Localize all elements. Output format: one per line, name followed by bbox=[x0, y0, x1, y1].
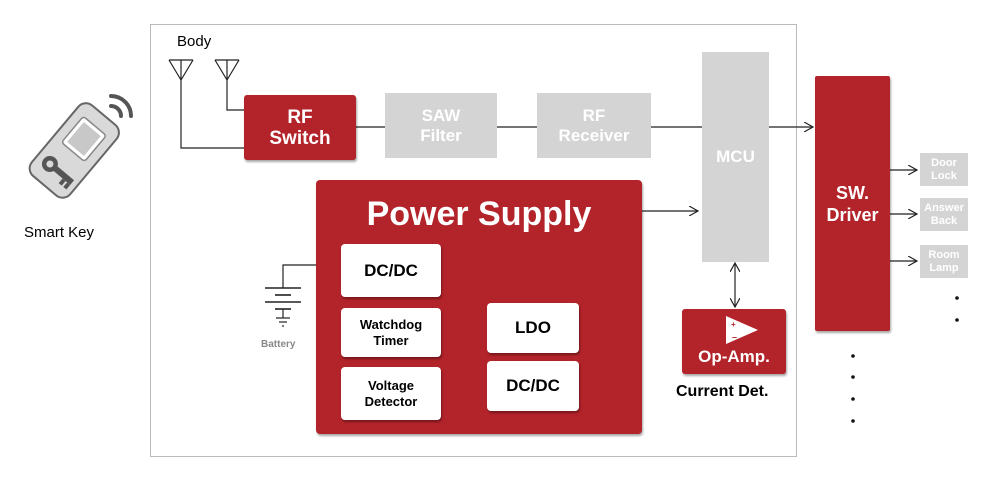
current-det-label: Current Det. bbox=[676, 383, 769, 400]
ldo-block: LDO bbox=[487, 303, 579, 353]
antenna-icon bbox=[168, 59, 244, 149]
smart-key-label: Smart Key bbox=[24, 224, 95, 241]
voltage-detector-block: Voltage Detector bbox=[341, 367, 441, 420]
door-lock-output: Door Lock bbox=[920, 153, 968, 186]
op-amp-block: + – Op-Amp. bbox=[682, 309, 786, 374]
rf-switch-block: RF Switch bbox=[244, 95, 356, 160]
dcdc-main-block: DC/DC bbox=[341, 244, 441, 297]
op-amp-label: Op-Amp. bbox=[698, 347, 770, 366]
power-supply-title: Power Supply bbox=[366, 195, 592, 233]
room-lamp-output: Room Lamp bbox=[920, 245, 968, 278]
continuation-dots bbox=[851, 296, 959, 423]
watchdog-timer-block: Watchdog Timer bbox=[341, 308, 441, 357]
svg-text:–: – bbox=[732, 332, 737, 342]
smart-key-icon bbox=[28, 94, 133, 199]
rf-receiver-block: RF Receiver bbox=[537, 93, 651, 158]
svg-text:+: + bbox=[731, 320, 736, 329]
dcdc-secondary-block: DC/DC bbox=[487, 361, 579, 411]
answer-back-output: Answer Back bbox=[920, 198, 968, 231]
saw-filter-block: SAW Filter bbox=[385, 93, 497, 158]
sw-driver-block: SW. Driver bbox=[815, 76, 890, 331]
antenna-icon bbox=[214, 59, 244, 111]
battery-label: Battery bbox=[261, 339, 296, 350]
body-frame bbox=[150, 24, 797, 457]
op-amp-symbol-icon: + – bbox=[726, 316, 758, 344]
mcu-block: MCU bbox=[702, 52, 769, 262]
body-label: Body bbox=[177, 33, 212, 50]
